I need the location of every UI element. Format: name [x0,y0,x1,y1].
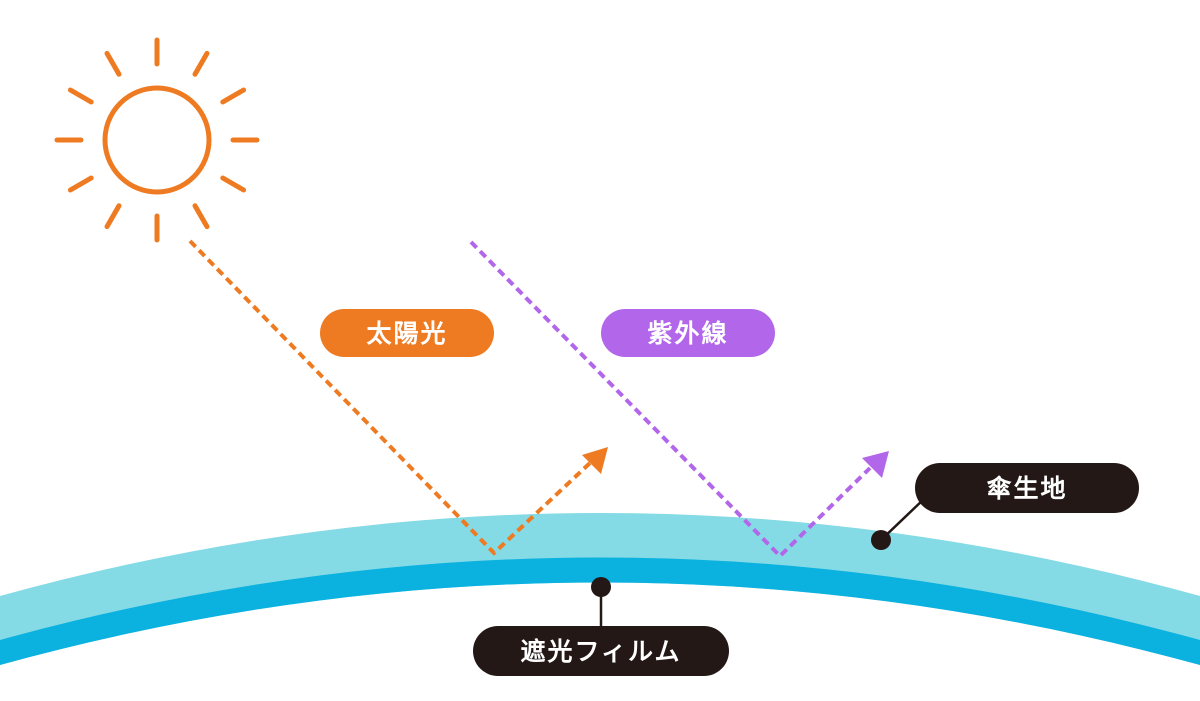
sunlight-label: 太陽光 [320,309,494,357]
uv-label: 紫外線 [601,309,775,357]
uv-label-pill [601,309,775,357]
sun-disc [102,85,212,195]
sun-ray [67,87,94,105]
sun-icon [54,37,260,243]
umbrella-fabric-callout: 傘生地 [871,463,1139,550]
sunlight-ray-path [188,239,592,556]
sun-ray [220,175,247,193]
sunlight-label-text: 太陽光 [366,319,447,348]
shading-film-callout: 遮光フィルム [473,577,729,676]
sun-ray [192,203,210,230]
umbrella-fabric-layer [0,513,1200,665]
uv-ray-path [469,240,872,559]
sun-ray [192,50,210,77]
sun-ray [104,50,122,77]
sunlight-label-pill [320,309,494,357]
uv-arrowhead [862,451,889,478]
shading-film-label-text: 遮光フィルム [520,637,681,666]
shading-film-label-pill [473,626,729,676]
shading-film-dot [591,577,611,597]
sun-rays [54,37,260,243]
umbrella-fabric-label-pill [915,463,1139,513]
sun-ray [220,87,247,105]
umbrella-fabric-leader [880,497,926,541]
umbrella-fabric-dot [871,530,891,550]
uv-ray [469,240,889,559]
sunlight-arrowhead [582,447,608,474]
sun-ray [104,203,122,230]
sunlight-ray [188,239,608,556]
shading-film-layer [0,557,1200,665]
uv-label-text: 紫外線 [647,319,728,348]
umbrella-fabric-label-text: 傘生地 [986,474,1067,503]
sun-ray [67,175,94,193]
